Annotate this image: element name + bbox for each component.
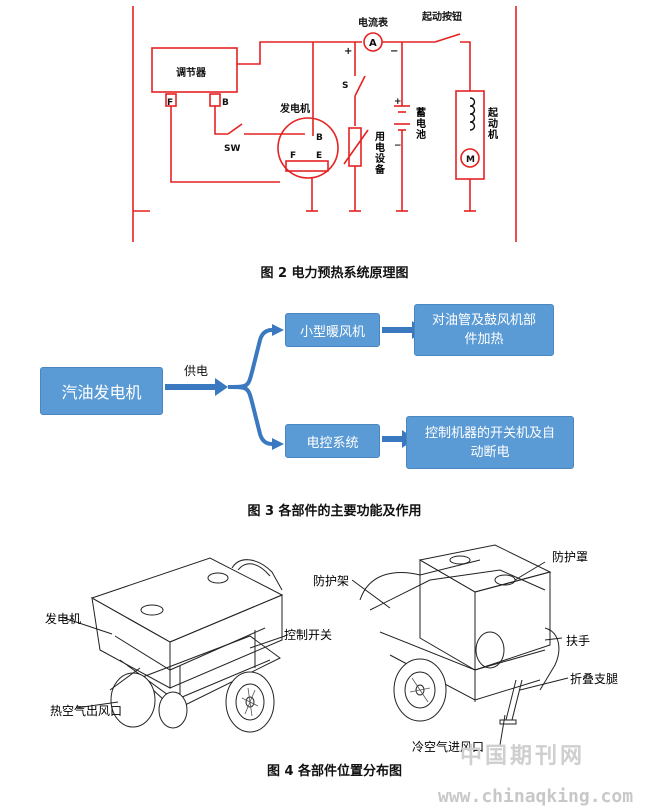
switch-S-label: S bbox=[342, 81, 348, 91]
heater-drawing-left bbox=[63, 557, 286, 733]
label-cold-air-inlet: 冷空气进风口 bbox=[412, 740, 485, 754]
gen-F-terminal: F bbox=[290, 151, 296, 161]
fig2-caption: 图 2 电力预热系统原理图 bbox=[260, 266, 409, 281]
ammeter-plus: + bbox=[344, 46, 352, 57]
ammeter-A: A bbox=[369, 38, 377, 49]
watermark-url: www.chinaqking.com bbox=[438, 786, 634, 807]
ammeter-minus: − bbox=[390, 46, 398, 57]
result-bottom-box: 控制机器的开关机及自动断电 bbox=[406, 416, 574, 469]
battery-plus: + bbox=[394, 97, 402, 107]
branch-top-box: 小型暖风机 bbox=[285, 313, 380, 347]
fig3-caption: 图 3 各部件的主要功能及作用 bbox=[247, 504, 422, 519]
flow-arrows bbox=[165, 321, 425, 450]
battery-minus: − bbox=[394, 141, 402, 151]
label-handle: 扶手 bbox=[566, 634, 591, 648]
label-folding-leg: 折叠支腿 bbox=[570, 672, 619, 686]
start-button-label: 起动按钮 bbox=[421, 10, 462, 23]
battery-label: 蓄电池 bbox=[416, 108, 426, 141]
supply-label: 供电 bbox=[184, 364, 209, 378]
motor-M: M bbox=[466, 155, 475, 165]
label-control-switch: 控制开关 bbox=[284, 628, 333, 642]
branch-bottom-box: 电控系统 bbox=[285, 424, 380, 458]
label-guard-frame: 防护架 bbox=[313, 574, 350, 588]
source-box: 汽油发电机 bbox=[40, 367, 163, 415]
gen-B-terminal: B bbox=[316, 133, 323, 143]
starter-label: 起动机 bbox=[488, 108, 498, 141]
gen-E-terminal: E bbox=[316, 151, 322, 161]
reg-B-terminal: B bbox=[222, 98, 229, 108]
label-guard-cover: 防护罩 bbox=[552, 550, 589, 564]
fig4-caption: 图 4 各部件位置分布图 bbox=[266, 764, 403, 779]
result-top-box: 对油管及鼓风机部件加热 bbox=[414, 304, 554, 356]
load-label: 用电设备 bbox=[375, 132, 385, 176]
reg-F-terminal: F bbox=[167, 98, 173, 108]
label-generator: 发电机 bbox=[45, 612, 82, 626]
heater-drawing-right bbox=[351, 544, 569, 746]
generator-label: 发电机 bbox=[279, 102, 310, 115]
regulator-label: 调节器 bbox=[176, 66, 207, 79]
sw-label: SW bbox=[224, 144, 240, 154]
ammeter-label: 电流表 bbox=[358, 16, 389, 29]
circuit-diagram: 调节器 F B SW 发电机 B F E 电流表 A + − S 起动按钮 + … bbox=[132, 6, 517, 242]
label-hot-air-outlet: 热空气出风口 bbox=[50, 704, 123, 718]
watermark-cn: 中国期刊网 bbox=[460, 744, 586, 769]
